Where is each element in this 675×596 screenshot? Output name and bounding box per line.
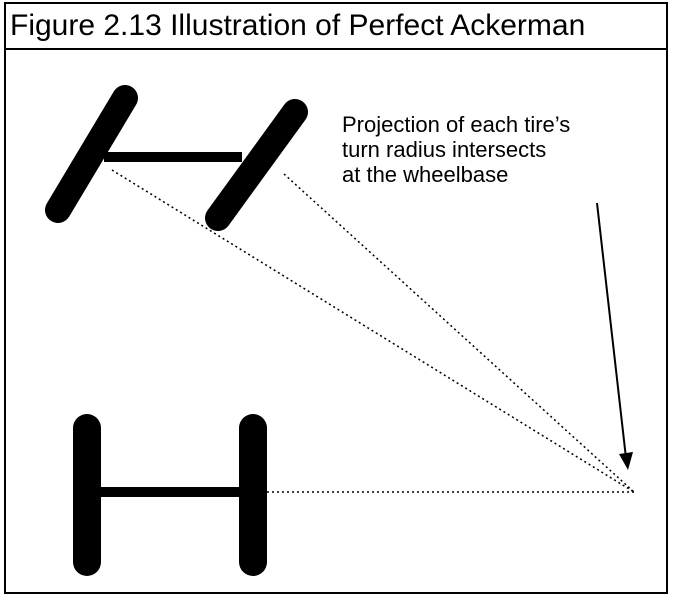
front-right-tire	[205, 99, 308, 231]
figure-title: Figure 2.13 Illustration of Perfect Acke…	[10, 9, 586, 42]
figure-frame	[4, 2, 668, 594]
annotation-line: Projection of each tire’s	[342, 112, 571, 137]
annotation-line: turn radius intersects	[342, 137, 547, 162]
title-divider	[4, 48, 668, 50]
pointer-arrow	[596, 202, 633, 470]
front-axle-assembly	[45, 85, 308, 231]
front-left-tire	[45, 85, 138, 223]
rear-axle-assembly	[73, 414, 267, 576]
inner-tire-projection-line	[111, 169, 635, 493]
annotation-text: Projection of each tire’s turn radius in…	[342, 112, 570, 187]
arrow-head	[619, 452, 633, 470]
turn-radius-projections	[111, 169, 635, 493]
annotation-line: at the wheelbase	[342, 162, 509, 187]
arrow-shaft	[596, 202, 627, 459]
outer-tire-projection-line	[283, 173, 635, 493]
